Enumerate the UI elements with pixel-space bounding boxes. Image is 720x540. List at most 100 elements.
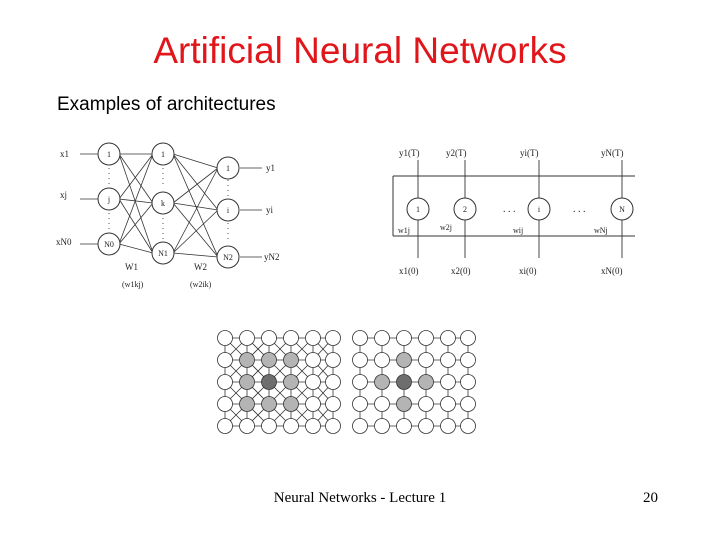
ff-input-label: xN0 — [56, 237, 72, 247]
ff-output-label: yN2 — [264, 252, 280, 262]
rn-node-label: N — [619, 205, 625, 214]
svg-text:. . .: . . . — [573, 204, 586, 215]
grid-cell-node — [261, 418, 277, 434]
grid-cell-node — [239, 330, 255, 346]
rn-input-label: x1(0) — [399, 266, 419, 276]
grid-cell-node — [396, 374, 412, 390]
grid-cell-node — [261, 352, 277, 368]
ff-weight-label: W2 — [194, 262, 207, 272]
cellular-network-grid-left — [217, 330, 341, 434]
grid-cell-node — [217, 396, 233, 412]
rn-output-label: y1(T) — [399, 148, 420, 158]
ff-input-label: xj — [60, 190, 67, 200]
grid-cell-node — [418, 352, 434, 368]
grid-cell-node — [460, 418, 476, 434]
ff-input-node-label: j — [107, 195, 110, 204]
grid-cell-node — [305, 374, 321, 390]
grid-cell-node — [374, 330, 390, 346]
grid-cell-node — [217, 330, 233, 346]
grid-cell-node — [283, 418, 299, 434]
grid-cell-node — [460, 396, 476, 412]
rn-input-label: xi(0) — [519, 266, 537, 276]
grid-cell-node — [217, 374, 233, 390]
grid-cell-node — [283, 352, 299, 368]
grid-cell-node — [352, 330, 368, 346]
ff-weight-subscript: (w1kj) — [122, 280, 144, 289]
grid-cell-node — [396, 352, 412, 368]
rn-node-label: 1 — [416, 205, 420, 214]
grid-cell-node — [440, 330, 456, 346]
rn-output-label: yi(T) — [520, 148, 539, 158]
grid-cell-node — [239, 396, 255, 412]
grid-cell-node — [418, 330, 434, 346]
ff-weight-subscript: (w2ik) — [190, 280, 212, 289]
ff-hidden-node-label: N1 — [158, 249, 168, 258]
ff-input-node-label: N0 — [104, 240, 114, 249]
rn-node-label: i — [538, 205, 541, 214]
rn-output-label: yN(T) — [601, 148, 624, 158]
grid-cell-node — [325, 352, 341, 368]
grid-cell-node — [460, 374, 476, 390]
rn-input-label: xN(0) — [601, 266, 623, 276]
grid-cell-node — [325, 374, 341, 390]
feedforward-network-diagram: x1 xj xN0 1 j N0 1 k N1 1 i N2 y1 yi yN2… — [56, 142, 280, 289]
svg-text:. . .: . . . — [503, 204, 516, 215]
grid-cell-node — [374, 352, 390, 368]
grid-cell-node — [374, 396, 390, 412]
rn-weight-label: w2j — [440, 223, 452, 232]
grid-cell-node — [374, 374, 390, 390]
grid-cell-node — [418, 418, 434, 434]
grid-cell-node — [352, 396, 368, 412]
grid-cell-node — [217, 418, 233, 434]
grid-cell-node — [440, 352, 456, 368]
rn-weight-label: wij — [513, 226, 523, 235]
ff-output-node-label: i — [227, 206, 230, 215]
grid-cell-node — [239, 418, 255, 434]
grid-cell-node — [352, 418, 368, 434]
grid-cell-node — [305, 352, 321, 368]
ff-input-label: x1 — [60, 149, 69, 159]
grid-cell-node — [460, 352, 476, 368]
grid-cell-node — [305, 418, 321, 434]
slide-subtitle: Examples of architectures — [57, 94, 276, 115]
rn-output-label: y2(T) — [446, 148, 467, 158]
grid-cell-node — [396, 396, 412, 412]
rn-weight-label: wNj — [594, 226, 608, 235]
grid-cell-node — [460, 330, 476, 346]
grid-cell-node — [239, 374, 255, 390]
recurrent-network-diagram: . . . . . . 1 2 i N y1(T) y2(T) yi(T) yN… — [392, 148, 635, 276]
ff-output-label: yi — [266, 205, 274, 215]
ff-input-node-label: 1 — [107, 150, 111, 159]
grid-cell-node — [440, 396, 456, 412]
grid-cell-node — [261, 374, 277, 390]
grid-cell-node — [396, 418, 412, 434]
page-number: 20 — [643, 490, 658, 506]
grid-cell-node — [374, 418, 390, 434]
grid-cell-node — [239, 352, 255, 368]
ff-hidden-node-label: 1 — [161, 150, 165, 159]
rn-weight-label: w1j — [398, 226, 410, 235]
grid-cell-node — [217, 352, 233, 368]
grid-cell-node — [261, 396, 277, 412]
grid-cell-node — [325, 396, 341, 412]
ff-hidden-node-label: k — [161, 199, 165, 208]
grid-cell-node — [325, 330, 341, 346]
grid-cell-node — [352, 374, 368, 390]
grid-cell-node — [283, 374, 299, 390]
grid-cell-node — [305, 330, 321, 346]
grid-cell-node — [440, 374, 456, 390]
grid-cell-node — [440, 418, 456, 434]
ff-output-node-label: N2 — [223, 253, 233, 262]
rn-node-label: 2 — [463, 205, 467, 214]
grid-cell-node — [325, 418, 341, 434]
grid-cell-node — [283, 396, 299, 412]
rn-input-label: x2(0) — [451, 266, 471, 276]
grid-cell-node — [418, 396, 434, 412]
grid-cell-node — [418, 374, 434, 390]
grid-cell-node — [352, 352, 368, 368]
grid-cell-node — [283, 330, 299, 346]
cellular-network-grid-right — [352, 330, 476, 434]
slide-footer: Neural Networks - Lecture 1 — [273, 490, 447, 506]
grid-cell-node — [261, 330, 277, 346]
